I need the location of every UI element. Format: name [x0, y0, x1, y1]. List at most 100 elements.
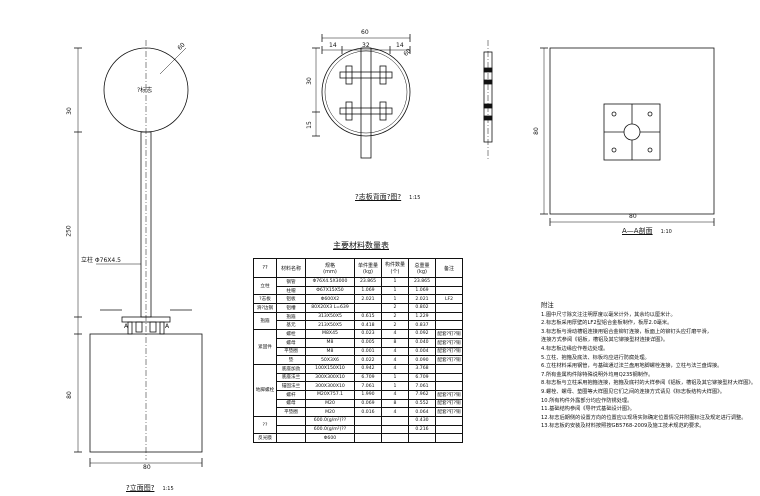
table-cell-total: 2.021: [408, 294, 436, 305]
note-item: 9.螺栓、螺母、垫圈等大样图见它们之间的连接方式请见《标志板结构大样图》。: [541, 388, 725, 395]
section-base-plate: [549, 47, 715, 215]
section-aa-drawing: [540, 47, 715, 226]
note-item: 10.所有构件外露部分均应作防锈处理。: [541, 397, 633, 404]
table-cell-note: [435, 320, 463, 331]
header-qty: 构件数量(个): [381, 258, 409, 278]
back-view-drawing: [312, 34, 411, 159]
table-cell-spec: 100X150X10: [305, 363, 355, 374]
table-cell-note: [435, 372, 463, 383]
table-cell-spec: 313X50X5: [305, 311, 355, 322]
table-cell-total: 0.040: [408, 337, 436, 348]
table-cell-total: 1.069: [408, 285, 436, 296]
table-cell-unit: 2.021: [354, 294, 382, 305]
table-cell-qty: 4: [381, 355, 409, 365]
material-table-header: ?? 材料名称 规格(mm) 单件重量(kg) 构件数量(个) 总重量(kg) …: [253, 258, 463, 278]
header-unit-weight: 单件重量(kg): [354, 258, 382, 278]
front-sign-text: ?标志: [137, 87, 153, 94]
table-row: ??600.0(g/m²)??0.430: [253, 415, 463, 435]
table-cell-note: 配套?钉?铜: [435, 407, 463, 417]
table-cell-note: [435, 303, 463, 313]
table-cell-material: 垫: [276, 355, 306, 365]
table-cell-unit: [354, 433, 382, 444]
section-dim-width: 80: [629, 213, 637, 220]
table-cell-qty: 2: [381, 311, 409, 322]
front-pole-label: 立柱 Φ76X4.5: [81, 257, 121, 264]
table-cell-total: 0.092: [408, 329, 436, 339]
table-cell-qty: 1: [381, 381, 409, 391]
table-cell-spec: 300X300X10: [305, 381, 355, 391]
table-cell-qty: 2: [381, 320, 409, 331]
table-cell-material: 螺杆: [276, 389, 306, 400]
table-cell-unit: [354, 416, 382, 426]
table-cell-note: 配套?钉?铜: [435, 355, 463, 365]
section-aa-scale: 1:10: [660, 229, 672, 235]
note-item: 12.标志后期侧的设置方向的位置应以现场实际确定位置情况并附图标注及规定进行调整…: [541, 414, 747, 421]
table-cell-qty: [381, 416, 409, 426]
table-cell-qty: 4: [381, 407, 409, 417]
back-view-title-text: ?志板背面?图?: [355, 193, 402, 201]
table-cell-qty: 1: [381, 277, 409, 287]
table-group-cell: ??: [253, 415, 277, 435]
table-cell-material: 平垫圈: [276, 346, 306, 357]
note-item: 7.所有金属构件除特殊说明外均用Q235钢制作。: [541, 371, 654, 378]
note-item: 3.标志板与滑动槽铝连接用铝合金铆钉连接，板面上的铆钉头应打磨平滑，: [541, 328, 712, 335]
table-cell-unit: 1.069: [354, 285, 382, 296]
side-view-drawing: [483, 40, 493, 160]
table-cell-material: [276, 433, 306, 444]
table-cell-qty: 4: [381, 363, 409, 374]
notes-block: 附注 1.图中尺寸除文注注明厚度以毫米计外，其余均以厘米计。2.标志板采用厚壁的…: [541, 301, 756, 431]
table-cell-spec: Φ76X4.5X3000: [305, 277, 355, 287]
table-cell-note: [435, 363, 463, 374]
table-cell-total: 0.430: [408, 416, 436, 426]
notes-title: 附注: [541, 301, 554, 309]
table-cell-note: 配套?钉?铜: [435, 337, 463, 348]
table-cell-spec: 300X300X10: [305, 372, 355, 383]
table-cell-spec: M20X757.1: [305, 389, 355, 400]
back-dim-h15: 15: [305, 121, 313, 129]
table-cell-material: 铝板: [276, 294, 306, 305]
table-group-cell: 抱箍: [253, 311, 277, 331]
back-channel-top: [339, 71, 393, 79]
table-cell-material: 基元: [276, 320, 306, 331]
table-cell-note: [435, 433, 463, 444]
table-cell-qty: 4: [381, 346, 409, 357]
table-cell-material: 螺母: [276, 398, 306, 409]
table-cell-unit: 23.865: [354, 277, 382, 287]
front-dim-base: 80: [143, 464, 151, 471]
table-cell-note: [435, 381, 463, 391]
table-cell-qty: 2: [381, 303, 409, 313]
note-item: 4.标志板边缘应作卷边处理。: [541, 345, 609, 352]
table-cell-spec: M20: [305, 407, 355, 417]
table-group-cell: 地脚螺栓: [253, 363, 277, 418]
header-total: 总重量(kg): [408, 258, 436, 278]
table-cell-spec: 213X50X5: [305, 320, 355, 331]
table-cell-material: 底座法兰: [276, 372, 306, 383]
table-cell-material: 螺母: [276, 337, 306, 348]
notes-list: 1.图中尺寸除文注注明厚度以毫米计外，其余均以厘米计。2.标志板采用厚壁的LF2…: [541, 311, 756, 431]
table-cell-total: [408, 433, 436, 444]
note-item: 13.标志板的安装及材料按照按GB5768-2009及施工技术规范的要求。: [541, 423, 705, 430]
back-dim-overall: 60: [361, 29, 369, 36]
table-cell-spec: M8: [305, 346, 355, 357]
table-cell-note: 配套?钉?铜: [435, 389, 463, 400]
note-item: 11.基础结构参阅《导杆式基础设计图》。: [541, 406, 635, 413]
table-cell-unit: 7.061: [354, 381, 382, 391]
table-cell-total: 23.865: [408, 277, 436, 287]
table-cell-note: [435, 416, 463, 426]
table-cell-total: 7.962: [408, 389, 436, 400]
back-view-scale: 1:15: [409, 195, 421, 201]
table-cell-qty: 4: [381, 389, 409, 400]
table-cell-spec: 80X20X3 L=639: [305, 303, 355, 313]
